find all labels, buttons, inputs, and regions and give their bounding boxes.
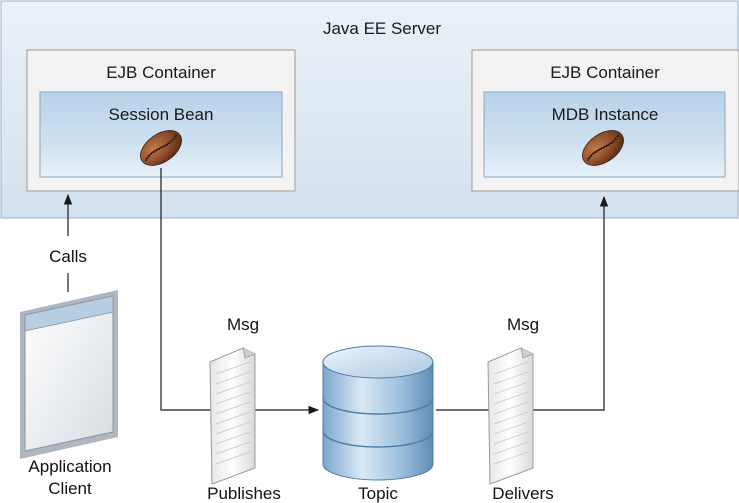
delivers-label: Delivers [492,484,553,503]
publishes-label: Publishes [207,484,281,503]
ejb-container-right: EJB Container MDB Instance [471,49,739,192]
coffee-bean-icon [582,130,624,166]
application-window-icon [20,290,118,459]
msg-label-right: Msg [507,315,539,334]
topic-label: Topic [358,484,398,503]
ejb-container-left: EJB Container Session Bean [26,49,296,192]
application-client-label-line1: Application [28,457,111,476]
application-client-label-line2: Client [48,479,92,498]
publishes-connector [160,168,320,415]
server-title: Java EE Server [323,19,441,38]
container-title-right: EJB Container [550,63,660,82]
mdb-instance-label: MDB Instance [552,105,659,124]
session-bean-label: Session Bean [109,105,214,124]
coffee-bean-icon [140,130,182,166]
message-document-icon [487,347,534,485]
calls-connector: Calls [49,193,87,292]
message-document-icon [209,347,256,485]
calls-label: Calls [49,247,87,266]
container-title-left: EJB Container [106,63,216,82]
msg-label-left: Msg [227,315,259,334]
database-cylinder-icon [322,345,434,481]
